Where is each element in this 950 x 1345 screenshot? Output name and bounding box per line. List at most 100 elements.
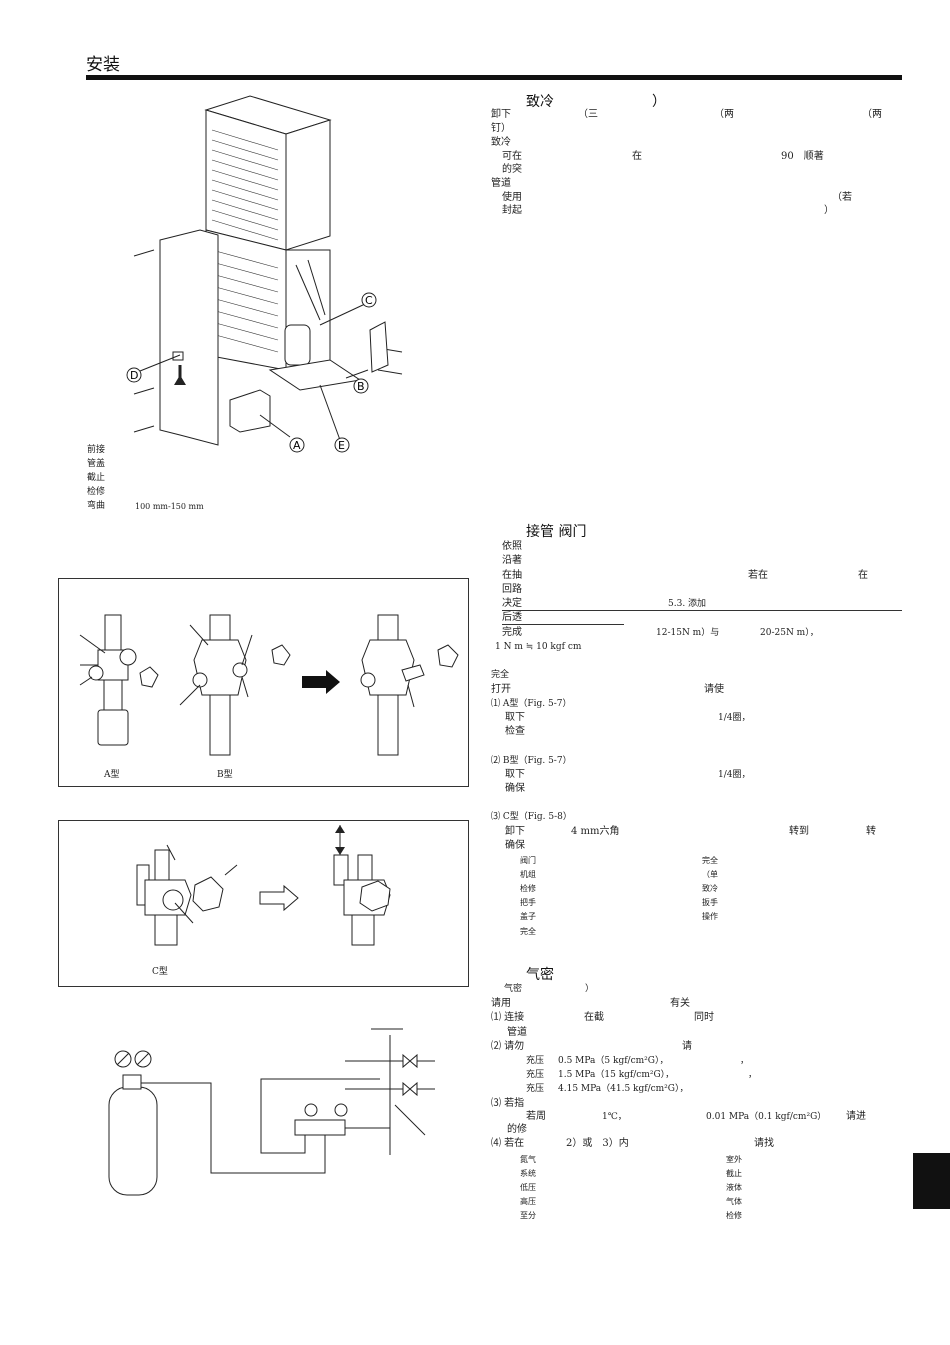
s1-line-a: 的突	[502, 164, 522, 175]
valve-type-a-drawing	[79, 614, 159, 746]
s2-line-b: 若在	[748, 570, 768, 581]
s1-line-a: 可在	[502, 151, 522, 162]
label-d: D	[130, 369, 138, 382]
type-a-title: ⑴ A型（Fig. 5-7）	[491, 699, 572, 709]
header-rule	[86, 75, 902, 80]
s3-legend-right: 检修	[726, 1211, 742, 1220]
s2-legend-left: 把手	[520, 898, 536, 907]
hollow-arrow-right-icon	[259, 884, 299, 912]
conversion-note: 1 N m ≒ 10 kgf cm	[495, 642, 582, 652]
s1-line-a: 卸下	[491, 109, 511, 120]
s2-subheading: 完全	[491, 670, 510, 680]
rule	[502, 610, 902, 611]
page-tab-marker	[913, 1153, 950, 1209]
type-c-title: ⑶ C型（Fig. 5-8）	[491, 812, 572, 822]
s3-item: 充压	[526, 1056, 545, 1066]
s3-item-c: ，	[748, 1070, 758, 1080]
s2-legend-right: 扳手	[702, 898, 718, 907]
legend-item: 检修	[87, 487, 106, 497]
type-c-line: 确保	[505, 840, 525, 851]
s3-item: 管道	[507, 1027, 527, 1038]
legend-item: 管盖	[87, 459, 106, 469]
s3-legend-left: 高压	[520, 1197, 536, 1206]
section2-heading: 接管 阀门	[526, 524, 587, 540]
legend-item: 截止	[87, 473, 106, 483]
s3-item: ⑷ 若在	[491, 1138, 525, 1149]
s1-line-d: （两	[862, 109, 882, 120]
label-a: A	[293, 439, 301, 452]
s3-sub: 气密 ）	[504, 984, 595, 994]
s3-legend-right: 液体	[726, 1183, 742, 1192]
s2-line-c: 在	[858, 570, 868, 581]
s1-line-a: 使用	[502, 192, 522, 203]
valve-type-c-drawing	[136, 844, 238, 946]
s2-legend-right: （单	[702, 870, 718, 879]
s3-item-b: 在截	[584, 1012, 604, 1023]
s3-intro: 请用	[491, 998, 511, 1009]
s3-item-c: 请找	[754, 1138, 774, 1149]
s3-legend-right: 室外	[726, 1155, 742, 1164]
s3-item-d: 请进	[846, 1111, 866, 1122]
s1-line-b: 在	[632, 151, 642, 162]
s2-line: 后透	[502, 612, 522, 623]
s2-legend-right: 致冷	[702, 884, 718, 893]
s2-legend-right: 完全	[702, 856, 718, 865]
s3-legend-right: 截止	[726, 1169, 742, 1178]
s3-legend-left: 低压	[520, 1183, 536, 1192]
s3-item: 若周	[526, 1111, 546, 1122]
type-b-title: ⑵ B型（Fig. 5-7）	[491, 756, 572, 766]
s3-legend-left: 至分	[520, 1211, 536, 1220]
s3-item-b: 0.5 MPa（5 kgf/cm²G），	[558, 1056, 669, 1066]
s2-line: 完成	[502, 627, 522, 638]
type-a-line: 检查	[505, 726, 525, 737]
s2-line: 沿著	[502, 555, 522, 566]
section1-heading: 致冷 ）	[526, 94, 666, 110]
s2-line-b: 5.3. 添加	[668, 599, 707, 609]
type-c-line-c: 转到	[789, 826, 809, 837]
s3-legend-right: 气体	[726, 1197, 742, 1206]
s2-line: 在抽	[502, 570, 522, 581]
s1-line-c: 90 顺著	[781, 151, 824, 162]
s2-legend-right: 操作	[702, 912, 718, 921]
type-b-line-b: 1/4圈，	[718, 770, 751, 780]
s3-item: 充压	[526, 1084, 545, 1094]
s3-item-b: 2）或 3）内	[566, 1138, 629, 1149]
type-c-line-b: 4 mm六角	[571, 826, 620, 837]
s3-item: 充压	[526, 1070, 545, 1080]
s3-legend-left: 氮气	[520, 1155, 536, 1164]
s2-line: 依照	[502, 541, 522, 552]
bend-range: 100 mm-150 mm	[135, 502, 204, 511]
s1-line-d: ）	[824, 205, 834, 216]
s3-intro-b: 有关	[670, 998, 690, 1009]
valve-type-c-open-drawing	[333, 825, 391, 946]
valve-type-b-drawing	[179, 614, 291, 756]
outdoor-unit-figure: C B D A E	[126, 95, 403, 453]
s1-line-d: （若	[832, 192, 852, 203]
type-b-caption: B型	[217, 770, 233, 780]
s3-item-b: 4.15 MPa（41.5 kgf/cm²G），	[558, 1084, 689, 1094]
s2-legend-left: 机组	[520, 870, 536, 879]
s3-item: ⑵ 请勿	[491, 1041, 525, 1052]
s3-item: ⑶ 若指	[491, 1098, 525, 1109]
type-a-line: 取下	[505, 712, 525, 723]
label-e: E	[338, 439, 345, 452]
type-b-line: 确保	[505, 783, 525, 794]
s3-item-c: ，	[740, 1056, 750, 1066]
type-a-caption: A型	[104, 770, 120, 780]
page-title: 安装	[86, 55, 120, 75]
type-a-line-b: 1/4圈，	[718, 713, 751, 723]
s1-line-b: （三	[578, 109, 598, 120]
s3-legend-left: 系统	[520, 1169, 536, 1178]
s3-item-b: 请	[682, 1041, 692, 1052]
s2-line-b: 12-15N m）与	[656, 628, 720, 638]
airtight-test-diagram	[108, 1028, 435, 1196]
s3-item-c: 同时	[694, 1012, 714, 1023]
valve-figure-c	[58, 820, 469, 987]
type-b-line: 取下	[505, 769, 525, 780]
type-c-line-d: 转	[866, 826, 876, 837]
s2-open-line: 打开	[491, 684, 511, 695]
legend-item: 弯曲	[87, 501, 106, 511]
s3-item-c: 0.01 MPa（0.1 kgf/cm²G）	[706, 1112, 827, 1122]
s3-item: ⑴ 连接	[491, 1012, 525, 1023]
s1-line-a: 管道	[491, 178, 511, 189]
